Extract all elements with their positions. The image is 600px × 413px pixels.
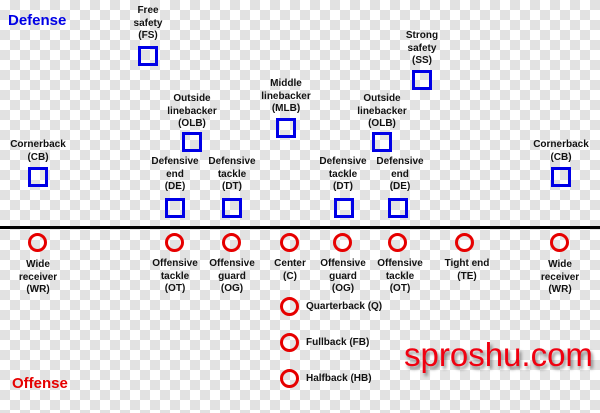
label-defensive-tackle-right: Defensive tackle (DT) <box>319 156 367 192</box>
cornerback-right-marker <box>551 167 571 187</box>
center-marker <box>280 233 299 252</box>
label-cornerback-right: Cornerback (CB) <box>533 139 589 163</box>
defensive-end-left-marker <box>165 198 185 218</box>
fullback-marker <box>280 333 299 352</box>
label-free-safety: Free safety (FS) <box>133 5 163 41</box>
label-middle-linebacker: Middle linebacker (MLB) <box>261 78 311 114</box>
offensive-guard-left-marker <box>222 233 241 252</box>
watermark: sproshu.com <box>404 336 593 373</box>
label-wide-receiver-right: Wide receiver (WR) <box>540 259 580 295</box>
line-of-scrimmage <box>0 226 600 229</box>
free-safety-marker <box>138 46 158 66</box>
label-quarterback: Quarterback (Q) <box>306 301 383 312</box>
label-strong-safety: Strong safety (SS) <box>405 30 439 66</box>
offensive-guard-right-marker <box>333 233 352 252</box>
strong-safety-marker <box>412 70 432 90</box>
defensive-tackle-right-marker <box>334 198 354 218</box>
outside-linebacker-right-marker <box>372 132 392 152</box>
wide-receiver-left-marker <box>28 233 47 252</box>
label-outside-linebacker-right: Outside linebacker (OLB) <box>357 93 407 129</box>
label-center: Center (C) <box>274 258 306 282</box>
label-defensive-end-right: Defensive end (DE) <box>376 156 424 192</box>
middle-linebacker-marker <box>276 118 296 138</box>
label-offensive-guard-right: Offensive guard (OG) <box>320 258 366 294</box>
offensive-tackle-left-marker <box>165 233 184 252</box>
offense-title: Offense <box>12 375 68 392</box>
label-tight-end: Tight end (TE) <box>444 258 490 282</box>
tight-end-marker <box>455 233 474 252</box>
defense-title: Defense <box>8 12 67 29</box>
label-wide-receiver-left: Wide receiver (WR) <box>18 259 58 295</box>
label-offensive-guard-left: Offensive guard (OG) <box>209 258 255 294</box>
label-cornerback-left: Cornerback (CB) <box>10 139 66 163</box>
outside-linebacker-left-marker <box>182 132 202 152</box>
wide-receiver-right-marker <box>550 233 569 252</box>
offensive-tackle-right-marker <box>388 233 407 252</box>
defensive-end-right-marker <box>388 198 408 218</box>
label-outside-linebacker-left: Outside linebacker (OLB) <box>167 93 217 129</box>
cornerback-left-marker <box>28 167 48 187</box>
defensive-tackle-left-marker <box>222 198 242 218</box>
quarterback-marker <box>280 297 299 316</box>
label-offensive-tackle-left: Offensive tackle (OT) <box>152 258 198 294</box>
label-defensive-end-left: Defensive end (DE) <box>151 156 199 192</box>
label-offensive-tackle-right: Offensive tackle (OT) <box>377 258 423 294</box>
halfback-marker <box>280 369 299 388</box>
label-fullback: Fullback (FB) <box>306 337 370 348</box>
label-halfback: Halfback (HB) <box>306 373 372 384</box>
label-defensive-tackle-left: Defensive tackle (DT) <box>208 156 256 192</box>
